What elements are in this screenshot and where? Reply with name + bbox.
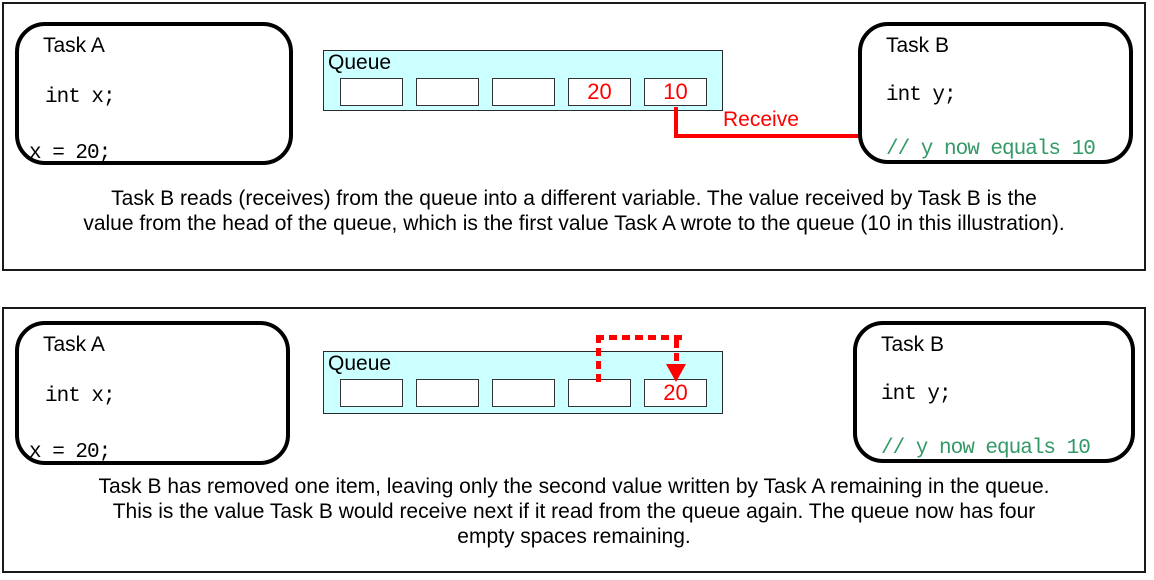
queue-slot-3 <box>492 379 555 407</box>
queue-box: Queue 20 10 <box>323 50 723 111</box>
caption-line: value from the head of the queue, which … <box>83 212 1065 235</box>
task-b-title: Task B <box>881 333 945 356</box>
queue-slot-4: 20 <box>568 78 631 106</box>
task-b-code-declare: int y; <box>886 84 957 107</box>
panel-caption: Task B reads (receives) from the queue i… <box>4 186 1144 236</box>
queue-slot-5: 20 <box>644 379 707 407</box>
queue-slot-value: 20 <box>587 79 612 104</box>
task-b-code-comment: // y now equals 10 <box>881 437 1091 460</box>
panel-caption: Task B has removed one item, leaving onl… <box>4 474 1144 549</box>
queue-slot-4 <box>568 379 631 407</box>
task-a-box: Task A int x; x = 20; <box>15 22 293 165</box>
queue-slot-2 <box>416 78 479 106</box>
task-b-box: Task B int y; // y now equals 10 <box>858 22 1133 164</box>
queue-slot-3 <box>492 78 555 106</box>
receive-arrow-segment-down <box>674 107 678 138</box>
task-a-code-assign: x = 20; <box>29 142 111 165</box>
queue-label: Queue <box>328 51 392 74</box>
queue-slot-value: 20 <box>663 380 688 405</box>
task-a-box: Task A int x; x = 20; <box>15 321 290 465</box>
caption-line: Task B reads (receives) from the queue i… <box>111 187 1037 210</box>
queue-slot-value: 10 <box>663 79 688 104</box>
task-a-title: Task A <box>43 333 105 356</box>
shift-arrow-segment-across <box>596 335 682 340</box>
task-a-code-declare: int x; <box>45 385 116 408</box>
task-b-code-comment: // y now equals 10 <box>886 138 1096 161</box>
queue-slot-2 <box>416 379 479 407</box>
task-a-title: Task A <box>43 34 105 57</box>
receive-arrow-segment-across <box>674 134 942 138</box>
queue-slot-1 <box>340 379 403 407</box>
task-b-code-declare: int y; <box>881 383 952 406</box>
task-b-title: Task B <box>886 34 950 57</box>
panel-after-remove: Task A int x; x = 20; Queue 20 Task B in… <box>2 307 1146 573</box>
task-a-code-assign: x = 20; <box>29 441 111 464</box>
queue-label: Queue <box>328 352 392 375</box>
shift-arrowhead-icon <box>666 364 686 382</box>
shift-arrow-segment-down <box>674 340 679 364</box>
task-a-code-declare: int x; <box>45 86 116 109</box>
queue-slot-1 <box>340 78 403 106</box>
shift-arrow-segment-up <box>596 335 601 383</box>
queue-slot-5: 10 <box>644 78 707 106</box>
caption-line: Task B has removed one item, leaving onl… <box>98 475 1050 498</box>
receive-arrow-label: Receive <box>723 108 799 131</box>
caption-line: This is the value Task B would receive n… <box>112 500 1036 523</box>
panel-receive: Task A int x; x = 20; Queue 20 10 Receiv… <box>2 2 1146 271</box>
queue-box: Queue 20 <box>323 351 723 414</box>
caption-line: empty spaces remaining. <box>457 525 691 548</box>
task-b-box: Task B int y; // y now equals 10 <box>853 321 1135 463</box>
